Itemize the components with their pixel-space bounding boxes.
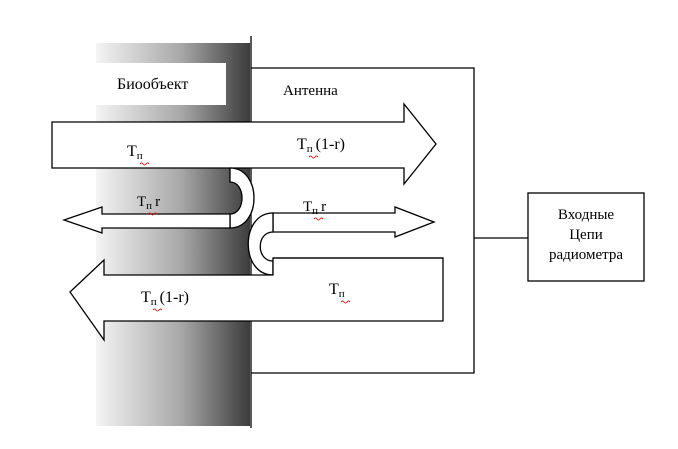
antenna-box [251, 67, 475, 374]
incident-emission-arrow [51, 102, 437, 186]
antenna-emission-arrow [69, 257, 444, 343]
radiometer-label-3: радиометра [549, 247, 623, 263]
svg-text:Тп(1-r): Тп(1-r) [141, 289, 189, 308]
antenna-label: Антенна [283, 83, 338, 99]
svg-text:Тп(1-r): Тп(1-r) [297, 136, 345, 155]
radiometer-label-1: Входные [558, 207, 615, 223]
svg-text:Тп: Тп [127, 143, 143, 162]
svg-text:Тп: Тп [329, 281, 345, 300]
reflection-uturn-right [247, 212, 274, 276]
bioobject-label: Биообъект [117, 76, 188, 93]
radiometer-label-2: Цепи [569, 227, 603, 243]
bioobject-label-box [96, 63, 226, 105]
bioobject-body [96, 43, 250, 426]
label-T-top-left: Тп [127, 143, 150, 166]
reflected-left-arrow [61, 206, 231, 234]
label-T-bottom-right: Тп [329, 281, 351, 304]
label-T-1-r-top: Тп(1-r) [297, 136, 345, 159]
label-T-1-r-bottom: Тп(1-r) [141, 289, 189, 312]
reflected-right-arrow [272, 206, 436, 238]
svg-text:Тпr: Тпr [303, 199, 326, 217]
radiometer-box [527, 192, 645, 282]
svg-text:Тпr: Тпr [137, 194, 160, 212]
